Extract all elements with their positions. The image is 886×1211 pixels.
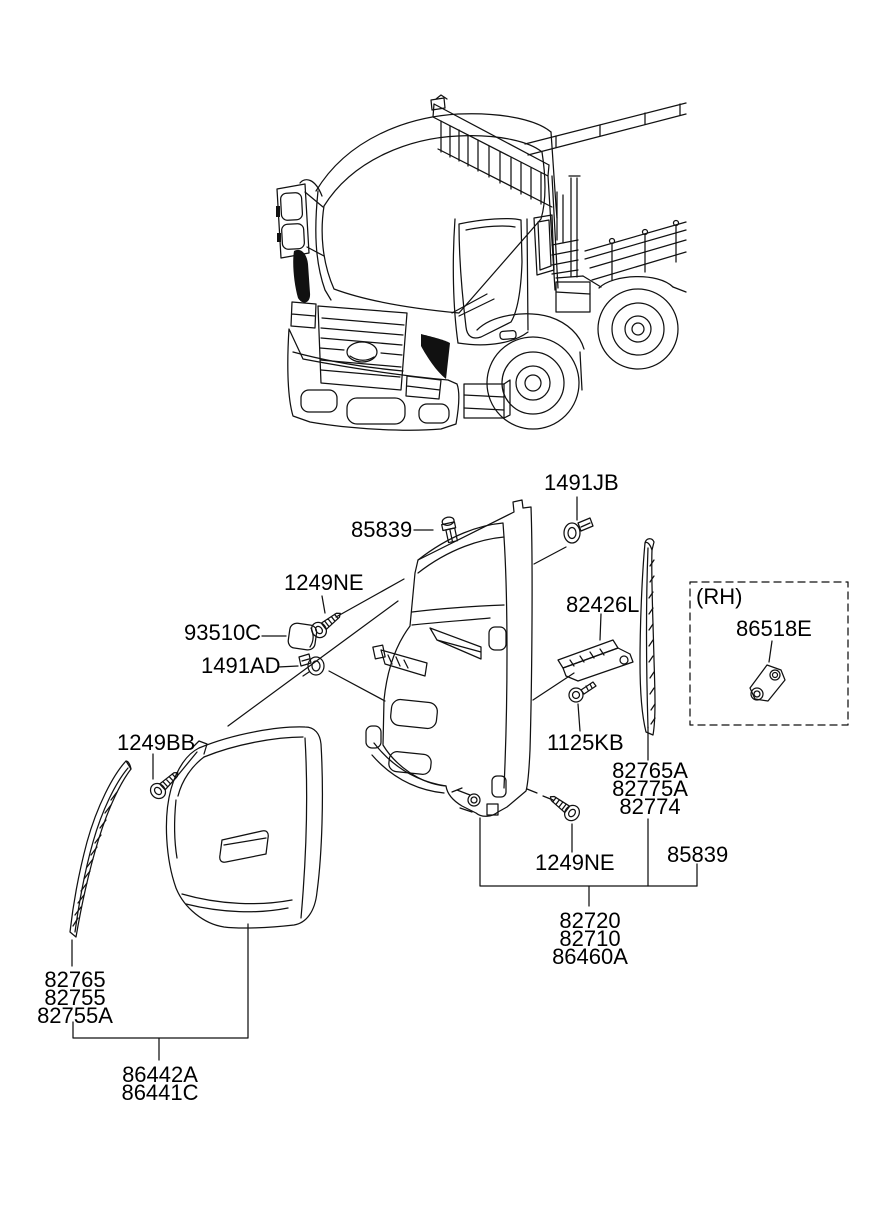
vent-shadow [421,334,450,379]
part-number-line: 86441C [121,1080,199,1105]
callout-1249ne-upper: 1249NE [284,570,364,595]
leader-lines [71,496,773,1061]
center-trim-panel-part [365,499,533,817]
callout-86518e: 86518E [736,616,812,641]
part-number-line: 82710 [559,926,621,951]
pillar-shadow [293,249,311,303]
part-number-line: 82775A [612,776,688,801]
callout-1125kb: 1125KB [547,730,624,755]
callout-stack-center-assembly: 82720 82710 86460A [548,908,632,969]
clip-wedge [429,627,482,660]
callout-stack-left-panel: 86442A 86441C [118,1062,202,1105]
screw-1249ne-upper-icon [310,612,341,639]
part-number-line: 82765 [44,967,106,992]
screw-1249ne-lower-icon [549,795,581,822]
part-number-line: 86442A [122,1062,198,1087]
door-handle [499,330,517,340]
bracket-82426l-icon [557,639,634,682]
stake-rack-rail [432,103,550,177]
bracket-86518e-icon [749,664,786,702]
part-number-line: 86460A [552,944,628,969]
bed-side-rail [584,221,687,260]
mount-tab [491,775,507,798]
callout-85839-lower: 85839 [667,842,729,867]
front-fender [476,313,585,350]
bolt-1125kb-icon [568,681,597,703]
clip-wedge [380,649,428,677]
left-quarter-panel-part [165,726,324,929]
part-number-line: 82755 [44,985,106,1010]
cap-93510c-icon [287,622,318,651]
truck-illustration [276,94,687,431]
corner-lamp [290,301,317,329]
part-number-line: 82765A [612,758,688,783]
clip-1491ad-icon [298,653,325,677]
callout-1491jb: 1491JB [544,470,619,495]
left-pillar-strip-part [69,760,132,938]
rh-variant-box [689,581,849,726]
front-wheel [486,336,580,430]
callout-stack-right-strip: 82765A 82775A 82774 [608,758,692,819]
rear-fender [598,276,674,289]
bumper [287,328,460,431]
brand-emblem [346,341,378,363]
panel-pocket [219,830,269,863]
clip-1491jb-icon [563,517,594,544]
grille [317,305,408,391]
part-number-line: 82720 [559,908,621,933]
callout-85839-top: 85839 [351,517,413,542]
rear-wheel [597,288,679,370]
mirror-shade [276,206,280,217]
right-trim-strip-part [639,538,656,736]
part-number-line: 82774 [619,794,681,819]
callout-1491ad: 1491AD [201,653,281,678]
callout-1249ne-lower: 1249NE [535,850,615,875]
callout-82426l: 82426L [566,592,640,617]
screw-1249bb-icon [149,771,179,800]
clip-85839-icon [441,516,459,544]
part-number-line: 82755A [37,1003,113,1028]
callout-93510c: 93510C [184,620,262,645]
callout-1249bb: 1249BB [117,730,196,755]
callout-stack-left-strip: 82765 82755 82755A [33,967,117,1028]
rh-box-side-label: (RH) [696,584,743,609]
headlamp [405,375,442,400]
